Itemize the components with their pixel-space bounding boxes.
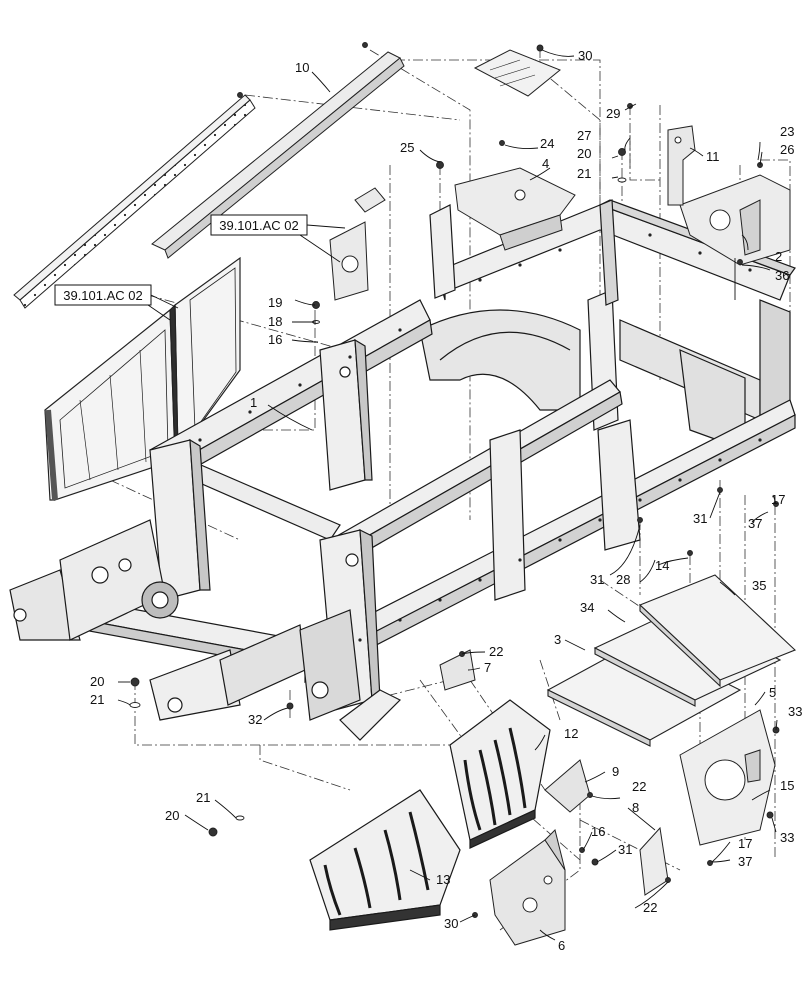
plate-part-5 <box>679 709 776 846</box>
callout-11: 11 <box>706 149 720 164</box>
callout-27: 27 <box>577 128 591 143</box>
callout-29: 29 <box>606 106 620 121</box>
reference-box-2[interactable]: 39.101.AC 02 <box>54 284 152 306</box>
callout-leaders <box>117 49 778 941</box>
callout-30b: 30 <box>444 916 458 931</box>
callout-34: 34 <box>580 600 594 615</box>
callout-26: 26 <box>780 142 794 157</box>
callout-33b: 33 <box>780 830 794 845</box>
top-strip-rail <box>13 94 256 309</box>
callout-2: 2 <box>775 249 782 264</box>
callout-23: 23 <box>780 124 794 139</box>
callout-16b: 16 <box>591 824 605 839</box>
door-panel-13 <box>309 789 461 931</box>
callout-16a: 16 <box>268 332 282 347</box>
bracket-part-9 <box>544 759 591 813</box>
callout-13: 13 <box>436 872 450 887</box>
plate-part-2 <box>679 174 791 266</box>
callout-8: 8 <box>632 800 639 815</box>
callout-17b: 17 <box>738 836 752 851</box>
main-frame <box>9 199 796 741</box>
callout-numbers: 1 2 3 4 5 6 7 8 9 10 11 12 13 14 15 16 1… <box>90 48 802 953</box>
callout-33a: 33 <box>788 704 802 719</box>
callout-28: 28 <box>616 572 630 587</box>
callout-31a: 31 <box>693 511 707 526</box>
callout-15: 15 <box>780 778 794 793</box>
bracket-plate-ref <box>329 187 386 301</box>
reference-box-2-leaders <box>147 294 179 321</box>
rail-part-10 <box>151 51 405 259</box>
bracket-part-11 <box>667 125 696 206</box>
callout-19: 19 <box>268 295 282 310</box>
callout-12: 12 <box>564 726 578 741</box>
callout-21c: 21 <box>196 790 210 805</box>
callout-21b: 21 <box>90 692 104 707</box>
screen-panel-left <box>44 256 241 501</box>
callout-7: 7 <box>484 660 491 675</box>
callout-31b: 31 <box>590 572 604 587</box>
callout-17a: 17 <box>771 492 785 507</box>
reference-label-2: 39.101.AC 02 <box>63 288 143 303</box>
callout-30a: 30 <box>578 48 592 63</box>
callout-37a: 37 <box>748 516 762 531</box>
callout-32: 32 <box>248 712 262 727</box>
callout-21a: 21 <box>577 166 591 181</box>
door-panel-12 <box>449 699 551 849</box>
reference-box-1-leaders <box>299 224 346 263</box>
callout-20b: 20 <box>90 674 104 689</box>
callout-9: 9 <box>612 764 619 779</box>
callout-6: 6 <box>558 938 565 953</box>
callout-10: 10 <box>295 60 309 75</box>
plate-part-8 <box>639 826 669 896</box>
small-plate-30 <box>473 49 561 97</box>
reference-box-1[interactable]: 39.101.AC 02 <box>210 214 308 236</box>
callout-25: 25 <box>400 140 414 155</box>
bracket-part-6 <box>489 829 566 946</box>
callout-22b: 22 <box>632 779 646 794</box>
callout-20a: 20 <box>577 146 591 161</box>
floor-panels <box>546 574 797 747</box>
mount-bracket-4 <box>454 167 576 251</box>
callout-4: 4 <box>542 156 549 171</box>
reference-label-1: 39.101.AC 02 <box>219 218 299 233</box>
callout-35: 35 <box>752 578 766 593</box>
callout-36: 36 <box>775 268 789 283</box>
callout-37b: 37 <box>738 854 752 869</box>
callout-1: 1 <box>250 395 257 410</box>
callout-18: 18 <box>268 314 282 329</box>
callout-22c: 22 <box>643 900 657 915</box>
callout-3: 3 <box>554 632 561 647</box>
callout-24: 24 <box>540 136 554 151</box>
callout-22a: 22 <box>489 644 503 659</box>
callout-5: 5 <box>769 685 776 700</box>
callout-20c: 20 <box>165 808 179 823</box>
callout-31c: 31 <box>618 842 632 857</box>
callout-14: 14 <box>655 558 669 573</box>
